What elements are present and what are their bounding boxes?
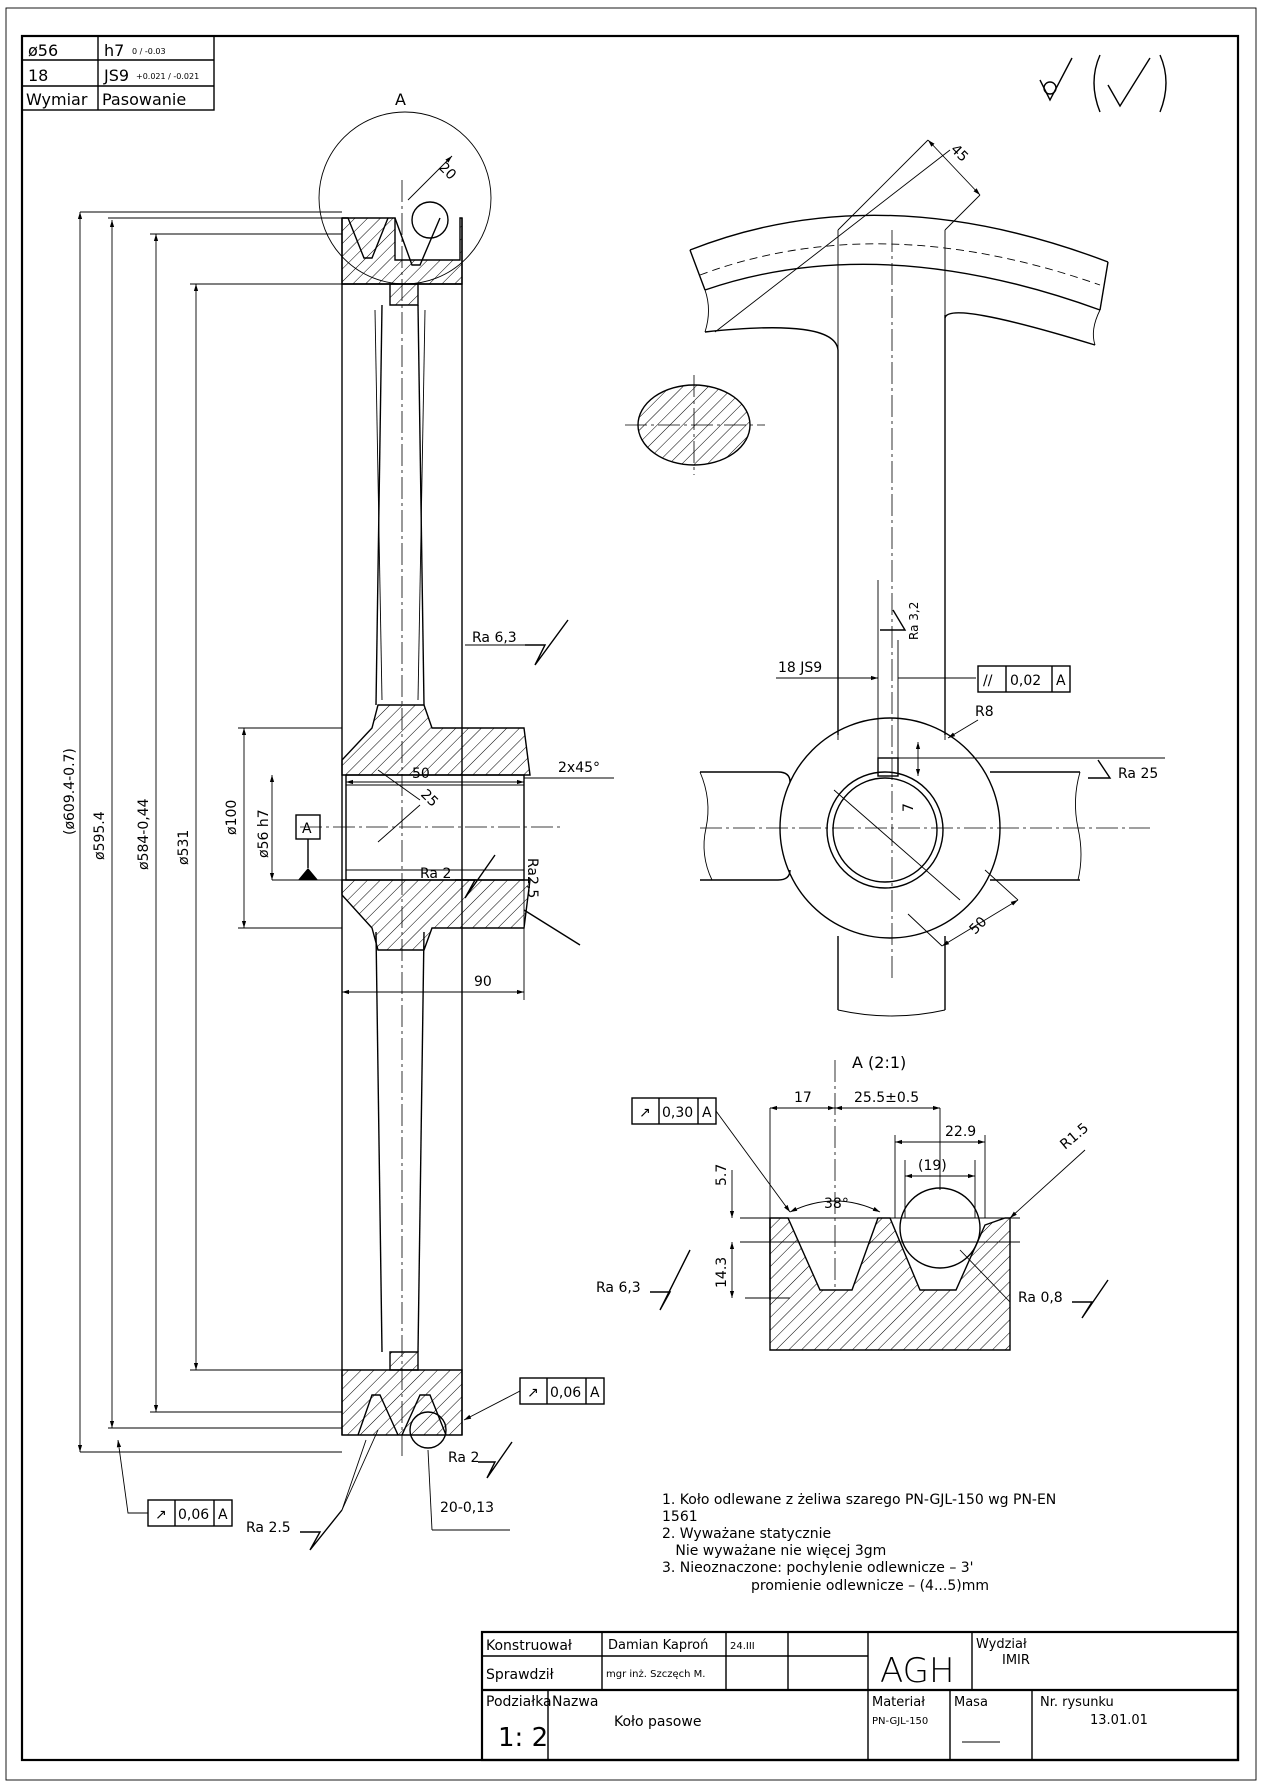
svg-text:0,02: 0,02 bbox=[1010, 673, 1041, 689]
datum-box-a: A bbox=[302, 821, 312, 837]
tb-nr-value: 13.01.01 bbox=[1090, 1713, 1148, 1728]
runout-frame-right: ↗ 0,06 A bbox=[463, 1377, 605, 1421]
svg-text:A: A bbox=[1056, 673, 1066, 689]
dim-outer-ref: (ø609.4-0.7) bbox=[62, 748, 78, 835]
detail-label-a: A bbox=[395, 90, 406, 109]
note-line-1: 1. Koło odlewane z żeliwa szarego PN-GJL… bbox=[662, 1492, 1056, 1508]
ra-25-face: Ra2,5 bbox=[524, 858, 540, 898]
dim-angle-25: 25 bbox=[417, 787, 441, 811]
dim-hub-50: 50 bbox=[967, 914, 991, 938]
tb-sprawdzil-label: Sprawdził bbox=[486, 1667, 554, 1683]
fits-table: ø56 h7 0 / -0.03 18 JS9 +0.021 / -0.021 … bbox=[21, 35, 215, 111]
dim-17: 17 bbox=[794, 1090, 812, 1106]
svg-text:A: A bbox=[590, 1385, 600, 1401]
technical-notes: 1. Koło odlewane z żeliwa szarego PN-GJL… bbox=[662, 1492, 1056, 1594]
hub-spoke-view: 45 18 JS9 Ra 3,2 // 0,02 A R8 Ra 25 7 bbox=[625, 139, 1165, 1017]
dim-keyway: 18 JS9 bbox=[778, 660, 822, 676]
fit-class-1: h7 bbox=[104, 41, 124, 60]
tb-logo-agh: AGH bbox=[880, 1651, 955, 1691]
ra-2-groove: Ra 2 bbox=[448, 1450, 479, 1466]
dim-90: 90 bbox=[474, 974, 492, 990]
fit-dim-2: 18 bbox=[28, 66, 48, 85]
ra-25-hub: Ra 25 bbox=[1118, 766, 1158, 782]
svg-text:↗: ↗ bbox=[639, 1105, 651, 1121]
tb-wydzial-label: Wydział bbox=[976, 1637, 1027, 1652]
ra-25-groove: Ra 2.5 bbox=[246, 1520, 291, 1536]
detail-title: A (2:1) bbox=[852, 1053, 906, 1072]
svg-text:A: A bbox=[702, 1105, 712, 1121]
tb-wydzial-value: IMIR bbox=[1002, 1653, 1030, 1668]
dim-r8: R8 bbox=[975, 704, 994, 720]
tb-nazwa-label: Nazwa bbox=[552, 1694, 598, 1710]
tb-nr-label: Nr. rysunku bbox=[1040, 1695, 1114, 1710]
dim-r15: R1.5 bbox=[1057, 1120, 1092, 1153]
dim-groove-20: 20 bbox=[435, 160, 459, 184]
svg-text:↗: ↗ bbox=[155, 1507, 167, 1523]
dim-19: (19) bbox=[918, 1158, 947, 1174]
runout-frame-detail: ↗ 0,30 A bbox=[631, 1097, 791, 1213]
ra-63-detail: Ra 6,3 bbox=[596, 1280, 641, 1296]
svg-text://: // bbox=[983, 673, 993, 689]
dim-groove-tol: 20-0,13 bbox=[440, 1500, 494, 1516]
note-line-5: 3. Nieoznaczone: pochylenie odlewnicze –… bbox=[662, 1560, 974, 1576]
runout-frame-left: ↗ 0,06 A bbox=[116, 1439, 233, 1527]
ra-32: Ra 3,2 bbox=[907, 602, 921, 640]
dim-229: 22.9 bbox=[945, 1124, 976, 1140]
fit-dev-1: 0 / -0.03 bbox=[132, 47, 166, 56]
svg-text:0,06: 0,06 bbox=[550, 1385, 581, 1401]
note-line-4: Nie wyważane nie więcej 3gm bbox=[662, 1543, 886, 1559]
dim-depth-7: 7 bbox=[901, 803, 917, 812]
title-block: Konstruował Damian Kaproń 24.III Sprawdz… bbox=[480, 1630, 1240, 1762]
tb-konstruowal-label: Konstruował bbox=[486, 1638, 572, 1654]
note-line-6: promienie odlewnicze – (4...5)mm bbox=[662, 1578, 989, 1594]
dim-arm-45: 45 bbox=[947, 142, 971, 166]
parallel-frame: // 0,02 A bbox=[977, 665, 1071, 693]
dim-57: 5.7 bbox=[714, 1164, 730, 1186]
note-line-2: 1561 bbox=[662, 1509, 698, 1525]
note-line-3: 2. Wyważane statycznie bbox=[662, 1526, 831, 1542]
tb-nazwa-value: Koło pasowe bbox=[614, 1714, 701, 1730]
svg-text:0,06: 0,06 bbox=[178, 1507, 209, 1523]
svg-text:↗: ↗ bbox=[527, 1385, 539, 1401]
dim-chamfer: 2x45° bbox=[558, 760, 600, 776]
svg-text:A: A bbox=[218, 1507, 228, 1523]
tb-konstruowal-date: 24.III bbox=[730, 1641, 755, 1652]
main-section-view: A bbox=[62, 90, 614, 1551]
detail-view-a: A (2:1) 17 25.5±0.5 22.9 (19) R1.5 5.7 1… bbox=[596, 1053, 1109, 1351]
tb-podzialka-value: 1: 2 bbox=[498, 1723, 548, 1753]
tb-masa-label: Masa bbox=[954, 1695, 988, 1710]
dim-143: 14.3 bbox=[714, 1257, 730, 1288]
dim-595: ø595.4 bbox=[92, 811, 108, 860]
dim-pitch: 25.5±0.5 bbox=[854, 1090, 919, 1106]
dim-100: ø100 bbox=[224, 800, 240, 835]
dim-56h7: ø56 h7 bbox=[256, 809, 272, 858]
tb-sprawdzil-name: mgr inż. Szczęch M. bbox=[606, 1669, 705, 1680]
ra-63-main: Ra 6,3 bbox=[472, 630, 517, 646]
fit-dim-1: ø56 bbox=[28, 41, 58, 60]
tb-material-value: PN-GJL-150 bbox=[872, 1716, 928, 1727]
fit-header-fit: Pasowanie bbox=[102, 90, 186, 109]
tb-material-label: Materiał bbox=[872, 1695, 925, 1710]
fit-header-dim: Wymiar bbox=[26, 90, 88, 109]
dim-531: ø531 bbox=[176, 830, 192, 865]
general-roughness-symbol bbox=[1039, 54, 1167, 113]
dim-angle-38: 38° bbox=[824, 1196, 849, 1212]
svg-text:0,30: 0,30 bbox=[662, 1105, 693, 1121]
dim-50: 50 bbox=[412, 766, 430, 782]
tb-podzialka-label: Podziałka bbox=[486, 1694, 552, 1710]
dim-584: ø584-0,44 bbox=[136, 798, 152, 870]
fit-dev-2: +0.021 / -0.021 bbox=[136, 72, 199, 81]
ra-2-bore: Ra 2 bbox=[420, 866, 451, 882]
ra-08-detail: Ra 0,8 bbox=[1018, 1290, 1063, 1306]
tb-konstruowal-name: Damian Kaproń bbox=[608, 1638, 708, 1653]
fit-class-2: JS9 bbox=[103, 66, 129, 85]
